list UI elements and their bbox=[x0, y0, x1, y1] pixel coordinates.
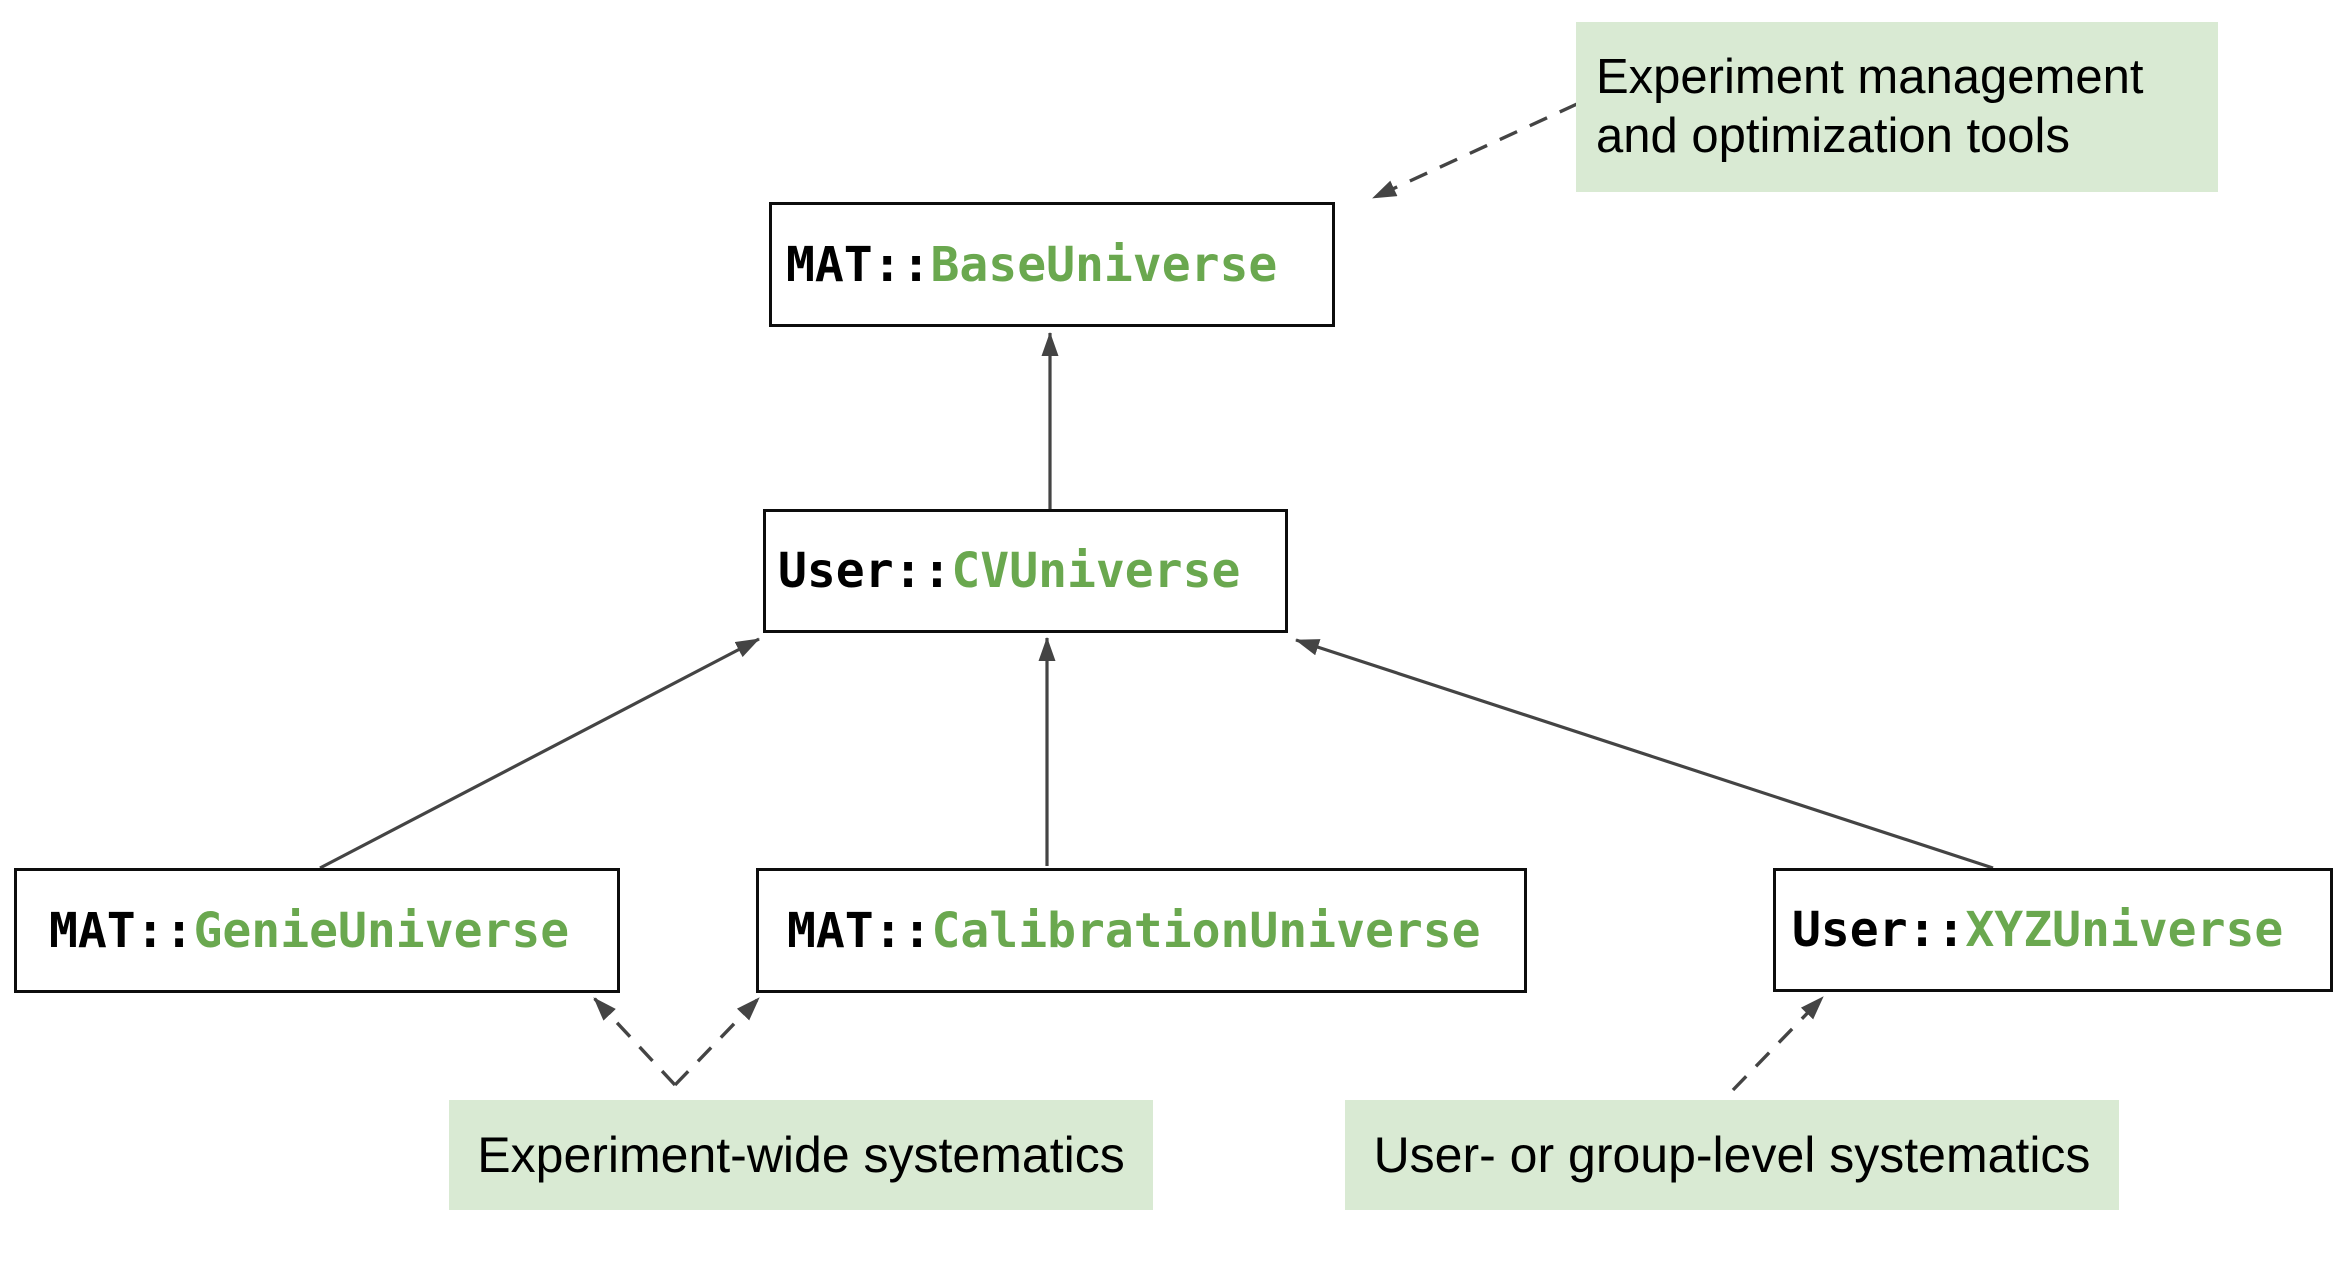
class-box-calibration-universe: MAT::CalibrationUniverse bbox=[756, 868, 1527, 993]
class-box-base-universe: MAT::BaseUniverse bbox=[769, 202, 1335, 327]
dashed-arrow-expwide-note-to-genieuniverse bbox=[592, 996, 677, 1087]
note-line: User- or group-level systematics bbox=[1373, 1126, 2091, 1183]
class-name: BaseUniverse bbox=[930, 236, 1278, 293]
class-prefix: User:: bbox=[778, 543, 952, 599]
arrow-genieuniverse-to-cvuniverse bbox=[319, 637, 760, 870]
note-user-group-systematics: User- or group-level systematics bbox=[1345, 1100, 2119, 1210]
class-prefix: MAT:: bbox=[787, 902, 932, 959]
dashed-arrow-usergroup-note-to-xyzuniverse bbox=[1731, 995, 1825, 1092]
class-prefix: User:: bbox=[1792, 902, 1966, 958]
note-experiment-management: Experiment management and optimization t… bbox=[1576, 22, 2218, 192]
class-box-xyz-universe: User::XYZUniverse bbox=[1773, 868, 2333, 992]
class-name: CVUniverse bbox=[951, 543, 1241, 599]
class-name: CalibrationUniverse bbox=[931, 902, 1481, 959]
class-name: GenieUniverse bbox=[193, 902, 570, 959]
class-prefix: MAT:: bbox=[786, 236, 931, 293]
arrow-xyzuniverse-to-cvuniverse bbox=[1295, 638, 1994, 870]
note-line: and optimization tools bbox=[1596, 109, 2070, 163]
note-line: Experiment management bbox=[1596, 50, 2144, 104]
class-name: XYZUniverse bbox=[1965, 902, 2284, 958]
note-experiment-wide-systematics: Experiment-wide systematics bbox=[449, 1100, 1153, 1210]
dashed-arrow-management-note-to-baseuniverse bbox=[1372, 102, 1578, 200]
class-box-cv-universe: User::CVUniverse bbox=[763, 509, 1288, 633]
dashed-arrow-expwide-note-to-calibrationuniverse bbox=[673, 996, 761, 1087]
note-line: Experiment-wide systematics bbox=[477, 1126, 1125, 1183]
class-prefix: MAT:: bbox=[49, 902, 194, 959]
class-box-genie-universe: MAT::GenieUniverse bbox=[14, 868, 620, 993]
